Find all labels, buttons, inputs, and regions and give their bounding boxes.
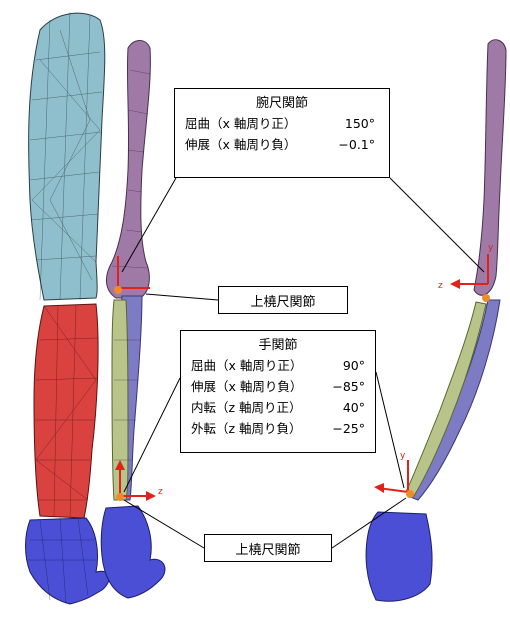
wrist-row-value: −85° xyxy=(332,376,365,397)
elbow-side-joint-marker xyxy=(482,294,490,302)
wrist-row-extension: 伸展（x 軸周り負） −85° xyxy=(191,376,365,397)
elbow-row-value: 150° xyxy=(345,113,375,134)
wrist-joint-marker xyxy=(116,493,124,501)
wrist-row-value: 40° xyxy=(343,397,365,418)
wrist-y-label: y xyxy=(400,451,406,461)
wrist-row-label: 屈曲（x 軸周り正） xyxy=(191,355,302,376)
humerus-bone xyxy=(106,41,150,299)
wrist-row-label: 伸展（x 軸周り負） xyxy=(191,376,302,397)
elbow-side-z-arrow xyxy=(450,279,460,289)
bone-model-front: z xyxy=(101,41,165,599)
wrist-row-value: 90° xyxy=(343,355,365,376)
wrist-row-flexion: 屈曲（x 軸周り正） 90° xyxy=(191,355,365,376)
skin-model xyxy=(26,12,110,604)
wrist-z-arrow xyxy=(146,491,156,501)
wrist-leader-right xyxy=(376,372,404,488)
wrist-z-label: z xyxy=(158,487,163,497)
wrist-row-label: 外転（z 軸周り負） xyxy=(191,418,302,439)
wrist-row-abduction: 外転（z 軸周り負） −25° xyxy=(191,418,365,439)
distal-radioulnar-label: 上橈尺関節 xyxy=(204,534,332,562)
wrist-row-adduction: 内転（z 軸周り正） 40° xyxy=(191,397,365,418)
proximal-radioulnar-label: 上橈尺関節 xyxy=(218,286,348,314)
elbow-row-extension: 伸展（x 軸周り負） −0.1° xyxy=(185,134,379,155)
wrist-side-z-arrow xyxy=(374,483,384,493)
elbow-z-label: z xyxy=(438,281,443,291)
hand-bones-side xyxy=(366,512,432,601)
elbow-joint-marker xyxy=(114,286,122,294)
hand-mesh xyxy=(26,518,110,604)
elbow-y-label: y xyxy=(488,243,494,253)
wrist-box-title: 手関節 xyxy=(191,337,365,355)
elbow-row-value: −0.1° xyxy=(338,134,375,155)
wrist-row-value: −25° xyxy=(332,418,365,439)
wrist-axes-side: y xyxy=(374,451,414,498)
elbow-row-label: 屈曲（x 軸周り正） xyxy=(185,113,296,134)
wrist-rom-box: 手関節 屈曲（x 軸周り正） 90° 伸展（x 軸周り負） −85° 内転（z … xyxy=(180,330,376,453)
wrist-row-label: 内転（z 軸周り正） xyxy=(191,397,302,418)
elbow-row-label: 伸展（x 軸周り負） xyxy=(185,134,296,155)
elbow-box-title: 腕尺関節 xyxy=(185,95,379,113)
hand-bones xyxy=(101,506,165,598)
elbow-leader-right xyxy=(390,178,484,272)
forearm-mesh xyxy=(34,304,98,518)
proximal-leader xyxy=(146,294,218,300)
elbow-rom-box: 腕尺関節 屈曲（x 軸周り正） 150° 伸展（x 軸周り負） −0.1° xyxy=(174,88,390,178)
elbow-row-flexion: 屈曲（x 軸周り正） 150° xyxy=(185,113,379,134)
wrist-side-joint-marker xyxy=(406,490,414,498)
humerus-bone-side xyxy=(474,40,506,296)
